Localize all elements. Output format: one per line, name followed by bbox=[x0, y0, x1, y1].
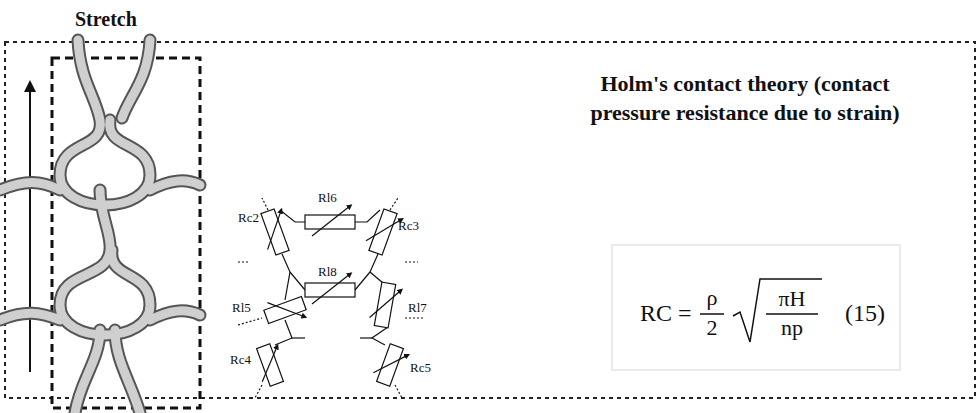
fraction-bar bbox=[700, 313, 724, 315]
resistor-symbol bbox=[251, 206, 409, 388]
resistor-label: Rl7 bbox=[408, 300, 427, 316]
resistor-label: Rc3 bbox=[398, 218, 419, 234]
dashed-frame bbox=[5, 42, 975, 398]
formula-term: np bbox=[781, 315, 803, 341]
equation-number: (15) bbox=[845, 300, 885, 327]
resistor-label: Rc4 bbox=[230, 352, 251, 368]
formula-term: πH bbox=[779, 286, 806, 312]
resistor-label: Rc5 bbox=[410, 360, 431, 376]
panel-title: Stretch bbox=[75, 8, 137, 31]
formula-box bbox=[612, 245, 900, 370]
formula-term: 2 bbox=[707, 315, 718, 341]
resistor-label: Rc2 bbox=[238, 210, 259, 226]
knit-yarn bbox=[0, 40, 200, 413]
stretch-arrow bbox=[29, 86, 31, 372]
root-sign bbox=[733, 279, 822, 342]
fraction-bar bbox=[766, 313, 818, 315]
formula-term: ρ bbox=[707, 285, 718, 311]
resistor-network bbox=[238, 198, 425, 398]
resistor-label: Rl6 bbox=[318, 190, 337, 206]
resistor-label: Rl8 bbox=[318, 264, 337, 280]
resistor-label: Rl5 bbox=[232, 300, 251, 316]
formula-term: RC = bbox=[640, 300, 692, 327]
theory-heading: Holm's contact theory (contact pressure … bbox=[570, 70, 920, 127]
